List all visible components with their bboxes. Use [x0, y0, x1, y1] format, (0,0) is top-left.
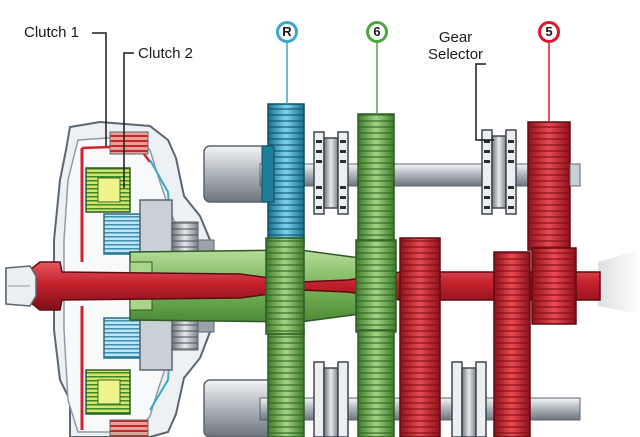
synchro-upper-1 — [313, 131, 349, 215]
synchro-lower-1 — [313, 361, 349, 437]
leader-lines — [92, 32, 550, 188]
sixth-drive-gear — [355, 239, 397, 333]
gear-selector-label: Gear Selector — [428, 29, 484, 63]
clutch-pack-lower — [85, 313, 173, 437]
reverse-gear-lower — [267, 329, 305, 437]
reverse-gear-badge: R — [276, 21, 298, 43]
clutch-1-label: Clutch 1 — [24, 24, 80, 41]
fifth-drive-gear — [531, 247, 577, 325]
odd-gear-a — [399, 237, 441, 437]
gear-selector-synchro — [481, 129, 517, 215]
reverse-gear — [261, 103, 305, 245]
fifth-gear-badge: 5 — [538, 21, 560, 43]
reverse-drive-gear — [265, 237, 305, 335]
clutch-pack-upper — [85, 131, 173, 257]
synchro-lower-2 — [451, 361, 487, 437]
sixth-gear-badge: 6 — [366, 21, 388, 43]
output-shaft-fade — [598, 250, 640, 314]
odd-gear-b — [493, 251, 531, 437]
sixth-gear-lower — [357, 329, 395, 437]
fifth-gear — [527, 121, 581, 251]
clutch-2-label: Clutch 2 — [138, 45, 194, 62]
sixth-gear — [357, 113, 395, 245]
